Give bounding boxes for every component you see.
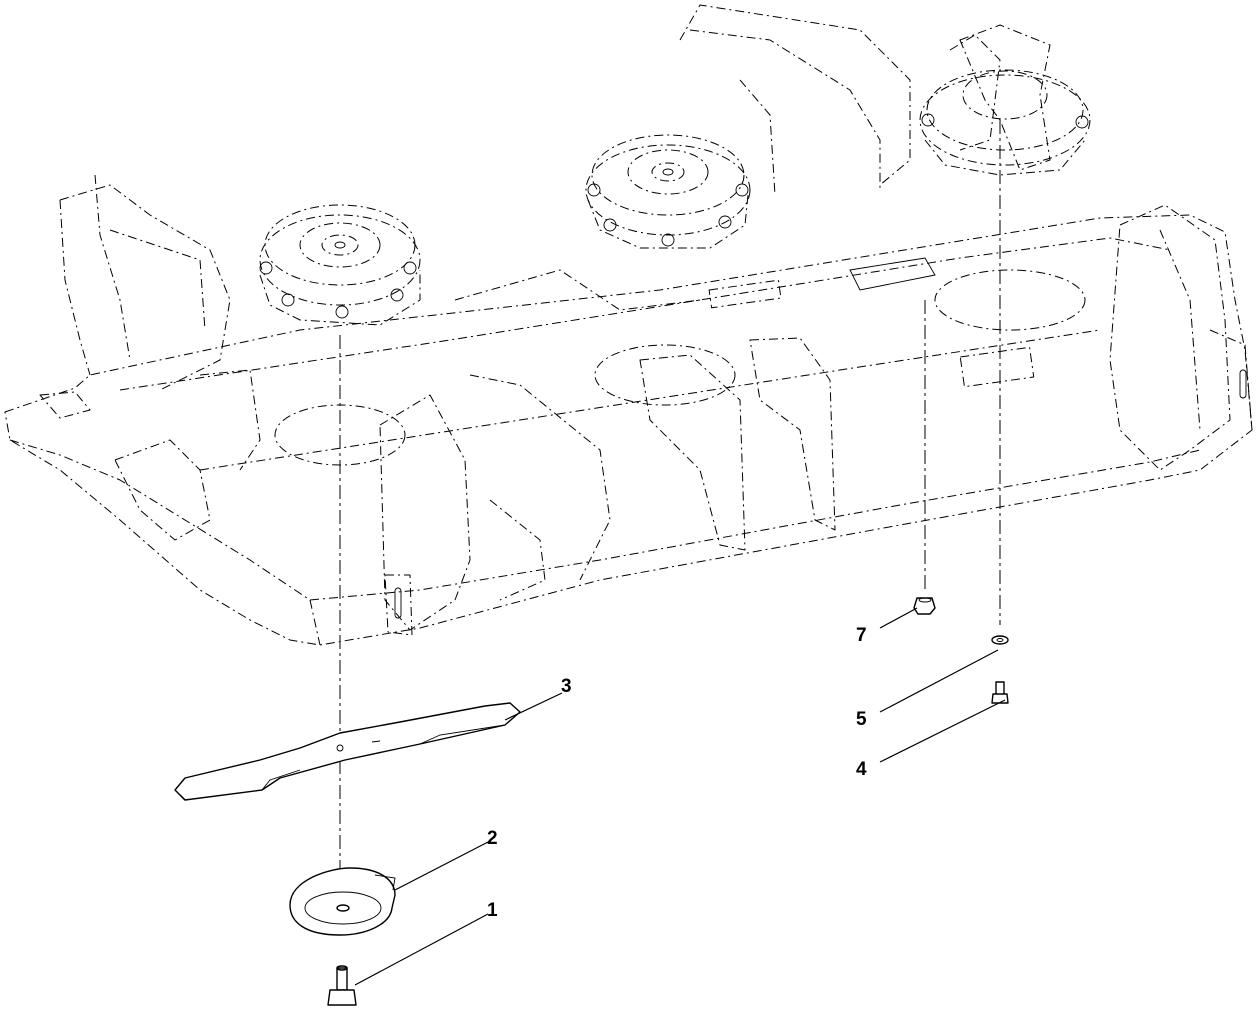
- callout-1: 1: [487, 900, 498, 921]
- callout-2: 2: [487, 828, 498, 849]
- left-spindle-pulley: [259, 204, 421, 326]
- leader-lines: [354, 607, 1006, 986]
- mower-deck-housing: [4, 4, 1253, 646]
- callout-5: 5: [856, 709, 867, 730]
- assembly-centerlines: [339, 120, 1001, 885]
- callout-7: 7: [856, 625, 867, 646]
- center-spindle-pulley: [585, 134, 751, 249]
- flange-nut: [913, 597, 936, 615]
- mower-blade: [174, 702, 521, 801]
- cap-screw: [991, 681, 1009, 704]
- callout-labels: 1 2 3 4 5 7: [487, 625, 867, 921]
- callout-4: 4: [856, 759, 867, 780]
- blade-cup: [289, 867, 396, 936]
- flat-washer: [991, 635, 1009, 645]
- blade-bolt: [327, 965, 357, 1006]
- right-spindle-idler-assembly: [919, 24, 1091, 176]
- callout-3: 3: [561, 676, 572, 697]
